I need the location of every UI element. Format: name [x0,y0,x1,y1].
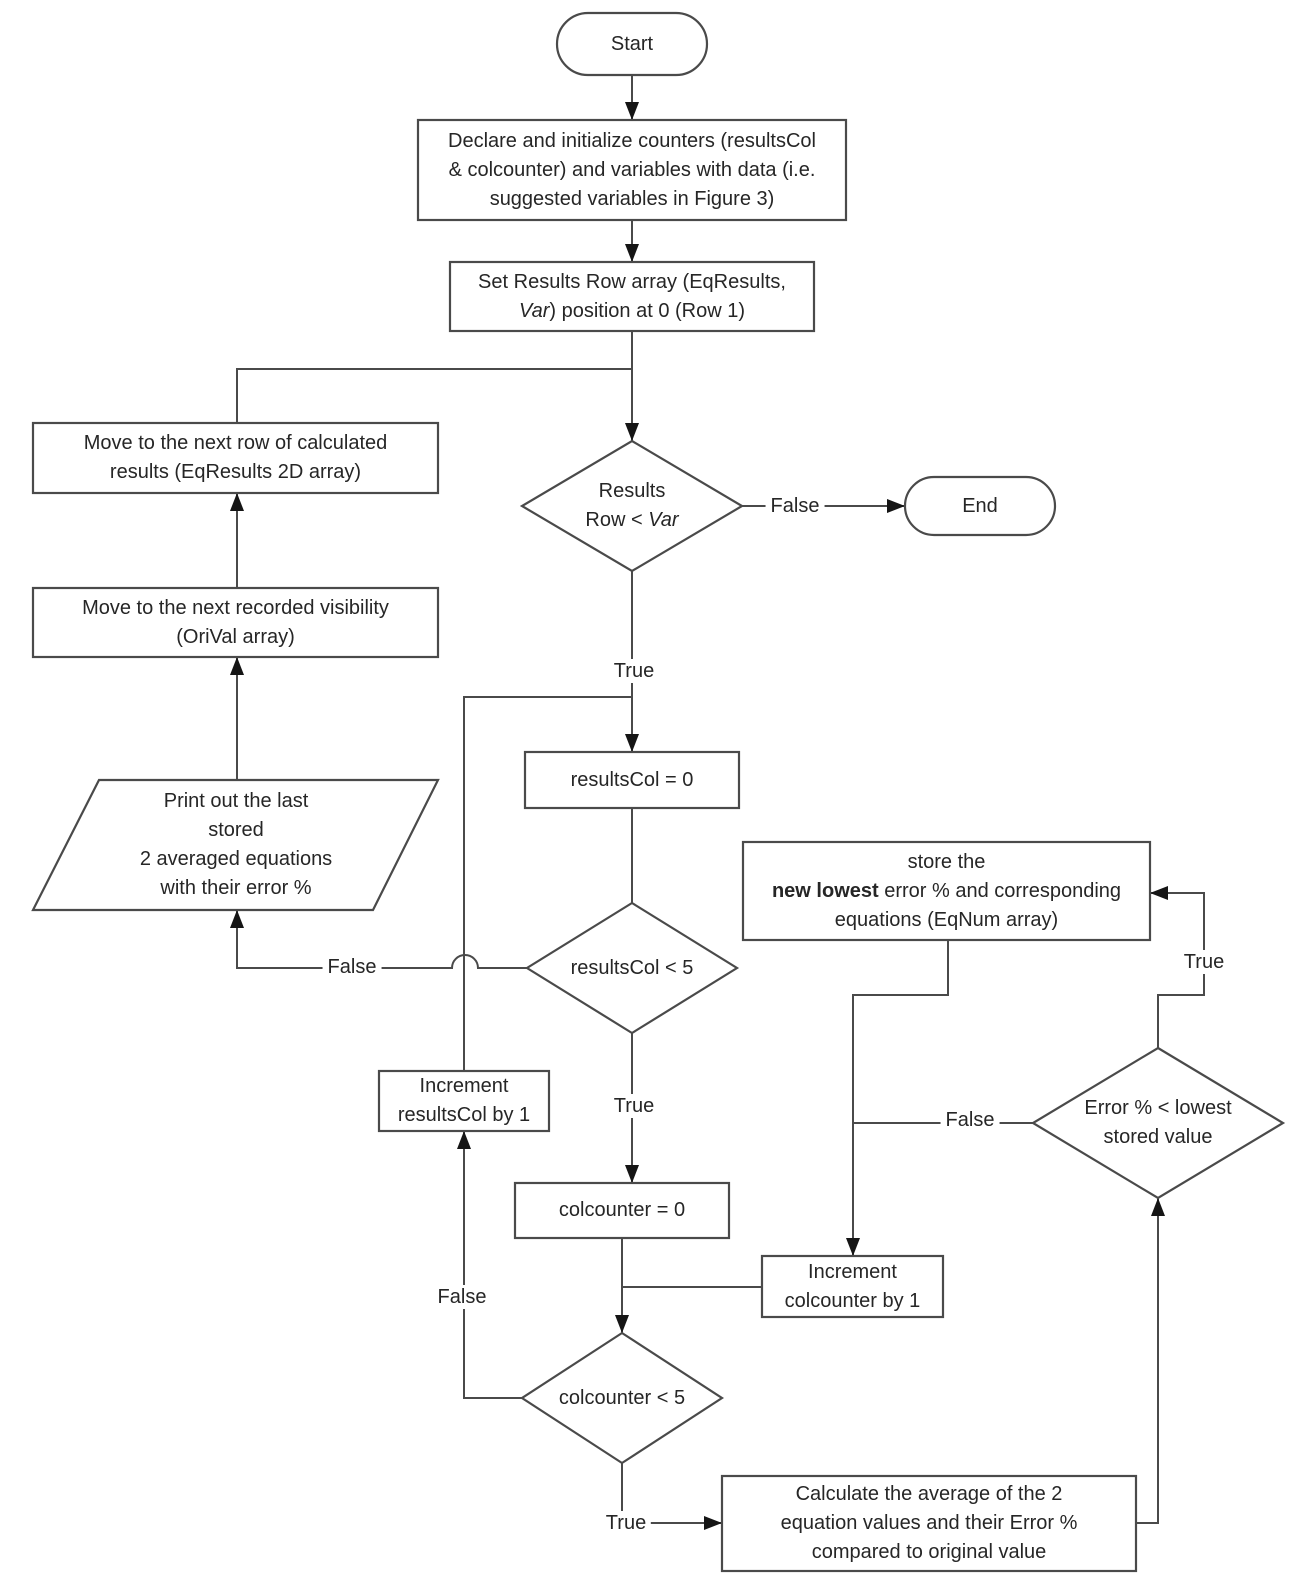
results-row-false-label: False [765,494,825,518]
colcounter-true-label: True [600,1511,652,1535]
error-true-label: True [1178,950,1230,974]
error-decision-diamond [1030,1046,1286,1200]
resultscol-decision-diamond [524,901,740,1035]
store-lowest-box [741,840,1152,942]
set-results-row-box [448,260,816,333]
start-terminator [555,11,709,77]
edge-error-true-to-store [1150,886,1205,1048]
resultscol-false-label: False [322,955,382,979]
move-next-row-box [31,421,440,495]
edge-resultscol-false-to-printout [230,910,527,969]
edge-moverow-loop-to-main [236,368,632,423]
end-terminator [903,475,1057,537]
colcounter-decision-diamond [519,1331,725,1465]
edge-store-to-increment-colcounter [846,940,949,1256]
results-row-decision-diamond [519,439,745,573]
edge-calculate-to-error-decision [1136,1198,1165,1524]
colcounter-zero-box [513,1181,731,1240]
resultscol-zero-box [523,750,741,810]
calculate-average-box [720,1474,1138,1573]
edge-colcounter-false-to-increment-resultscol [457,1131,522,1399]
declare-process-box [416,118,848,222]
increment-resultscol-box [377,1069,551,1133]
print-out-parallelogram [31,778,440,912]
resultscol-true-label: True [608,1094,660,1118]
increment-colcounter-box [760,1254,945,1319]
results-row-true-label: True [608,659,660,683]
edge-increment-resultscol-loop [463,696,632,1071]
colcounter-false-label: False [432,1285,492,1309]
error-false-label: False [940,1108,1000,1132]
move-next-visibility-box [31,586,440,659]
